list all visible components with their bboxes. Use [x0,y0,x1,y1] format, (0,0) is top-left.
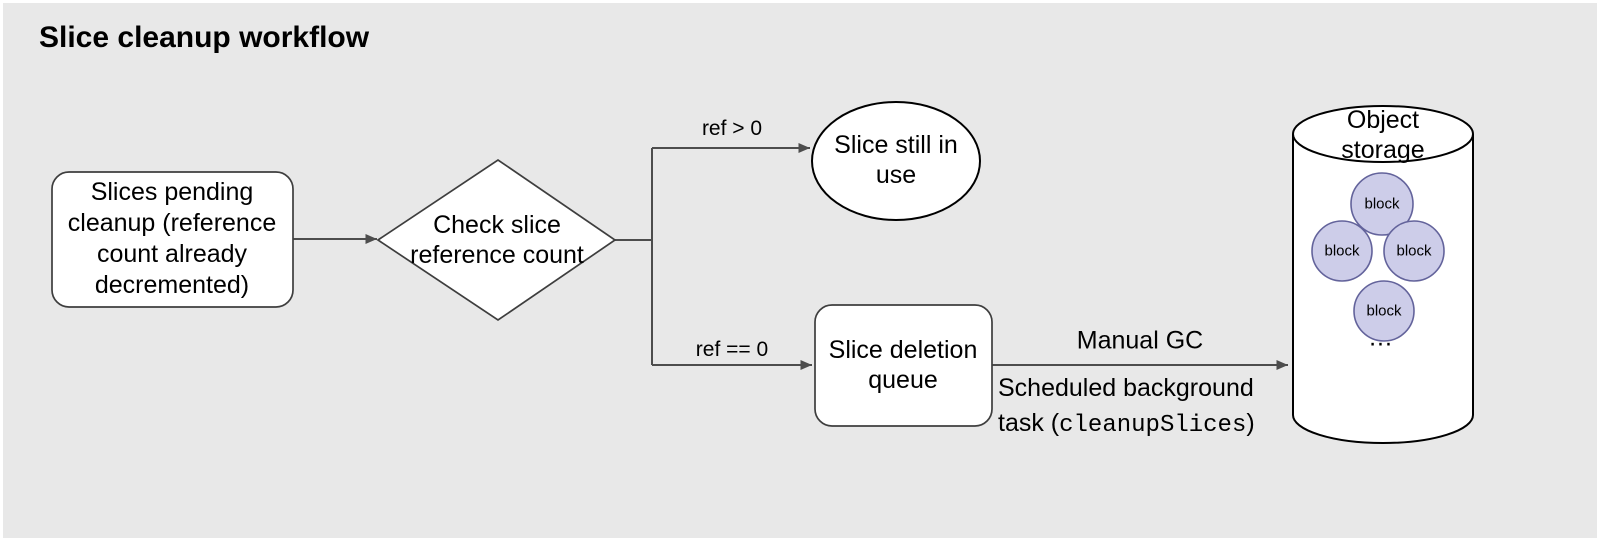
scheduled-task-suffix: ) [1246,409,1255,437]
pending-cleanup-node [51,171,294,308]
scheduled-task-code: cleanupSlices [1059,412,1247,439]
pending-line-4: decremented) [94,271,250,299]
pending-line-2: cleanup (reference [67,209,277,237]
storage-line-2: storage [1341,136,1425,164]
scheduled-task-prefix: task ( [998,409,1060,437]
check-line-2: reference count [410,241,584,269]
edge-label-ref-positive: ref > 0 [701,117,763,140]
pending-cleanup-label: Slices pending cleanup (reference count … [68,177,276,301]
block-label-bottom: block [1366,302,1402,320]
scheduled-task-line-2: task (cleanupSlices) [998,406,1255,443]
block-label-top: block [1364,195,1400,213]
pending-line-1: Slices pending [90,178,254,206]
slice-in-use-label: Slice still in use [834,130,958,190]
block-circle-bottom [1353,280,1415,342]
object-storage-cylinder-top [1292,105,1474,163]
edge-branch-line [615,148,653,365]
check-reference-diamond [376,158,617,322]
edge-label-scheduled-task: Scheduled background task (cleanupSlices… [998,371,1255,443]
slice-in-use-ellipse [811,101,981,221]
queue-line-1: Slice deletion [828,336,978,364]
in-use-line-2: use [875,161,917,189]
block-label-right: block [1396,242,1432,260]
edge-label-ref-zero: ref == 0 [695,338,769,361]
object-storage-label: Object storage [1341,105,1424,165]
object-storage-cylinder-body [1292,134,1474,444]
check-line-1: Check slice [433,211,561,239]
queue-line-2: queue [868,366,938,394]
in-use-line-1: Slice still in [834,131,958,159]
diagram-title: Slice cleanup workflow [39,21,370,54]
block-label-left: block [1324,242,1360,260]
deletion-queue-node [814,304,993,427]
edge-label-manual-gc: Manual GC [1076,326,1204,355]
storage-line-1: Object [1346,106,1420,134]
scheduled-task-line-1: Scheduled background [998,374,1254,402]
block-circle-right [1383,220,1445,282]
block-circle-left [1311,220,1373,282]
deletion-queue-label: Slice deletion queue [829,335,978,395]
more-blocks-ellipsis: ... [1369,323,1393,352]
pending-line-3: count already [96,240,248,268]
block-circle-top [1350,172,1414,236]
check-reference-label: Check slice reference count [410,210,584,270]
